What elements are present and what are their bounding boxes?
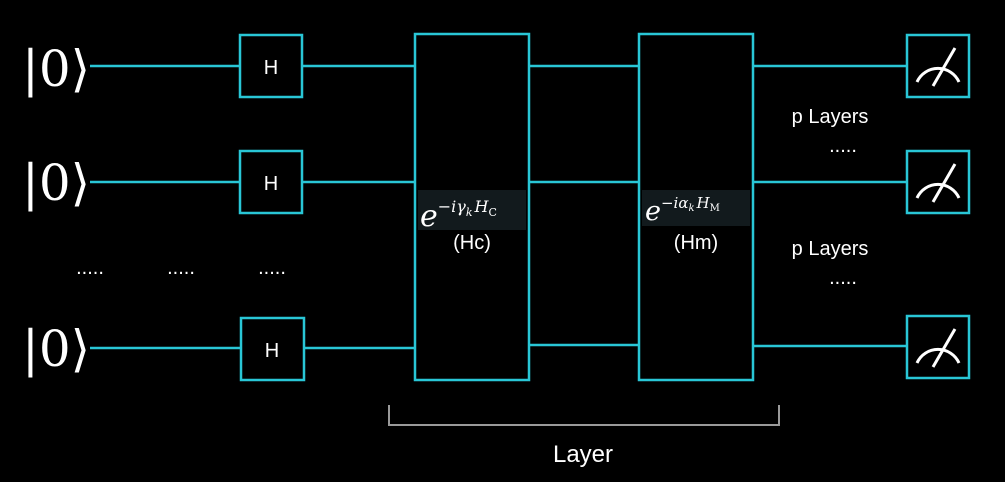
p-layers-label-1: p Layers: [792, 106, 869, 128]
measurement-gate-1: [905, 33, 971, 99]
p-layers-ellipsis-2: .....: [829, 267, 857, 289]
measurement-meter-icon: [915, 328, 961, 368]
measurement-gate-2: [905, 149, 971, 215]
p-layers-label-2: p Layers: [792, 238, 869, 260]
hadamard-gate-2: H: [238, 149, 304, 215]
measurement-gate-3: [905, 314, 971, 380]
ellipsis-ket: .....: [76, 257, 104, 279]
p-layers-ellipsis-1: .....: [829, 135, 857, 157]
hadamard-gate-1: H: [238, 33, 304, 99]
ket-zero-3: |0⟩: [22, 320, 90, 378]
layer-label: Layer: [553, 441, 613, 468]
measurement-meter-icon: [915, 47, 961, 87]
mixer-block-name: (Hm): [674, 232, 718, 254]
ellipsis-hadamard: .....: [258, 257, 286, 279]
ket-zero-1: |0⟩: [22, 40, 90, 98]
hadamard-gate-3: H: [239, 316, 306, 382]
hadamard-label-3: H: [265, 340, 279, 362]
layer-bracket: [388, 405, 780, 426]
hadamard-label-2: H: [264, 173, 278, 195]
ellipsis-wire: .....: [167, 257, 195, 279]
hadamard-label-1: H: [264, 57, 278, 79]
measurement-meter-icon: [915, 163, 961, 203]
ket-zero-2: |0⟩: [22, 154, 90, 212]
cost-block-name: (Hc): [453, 232, 491, 254]
